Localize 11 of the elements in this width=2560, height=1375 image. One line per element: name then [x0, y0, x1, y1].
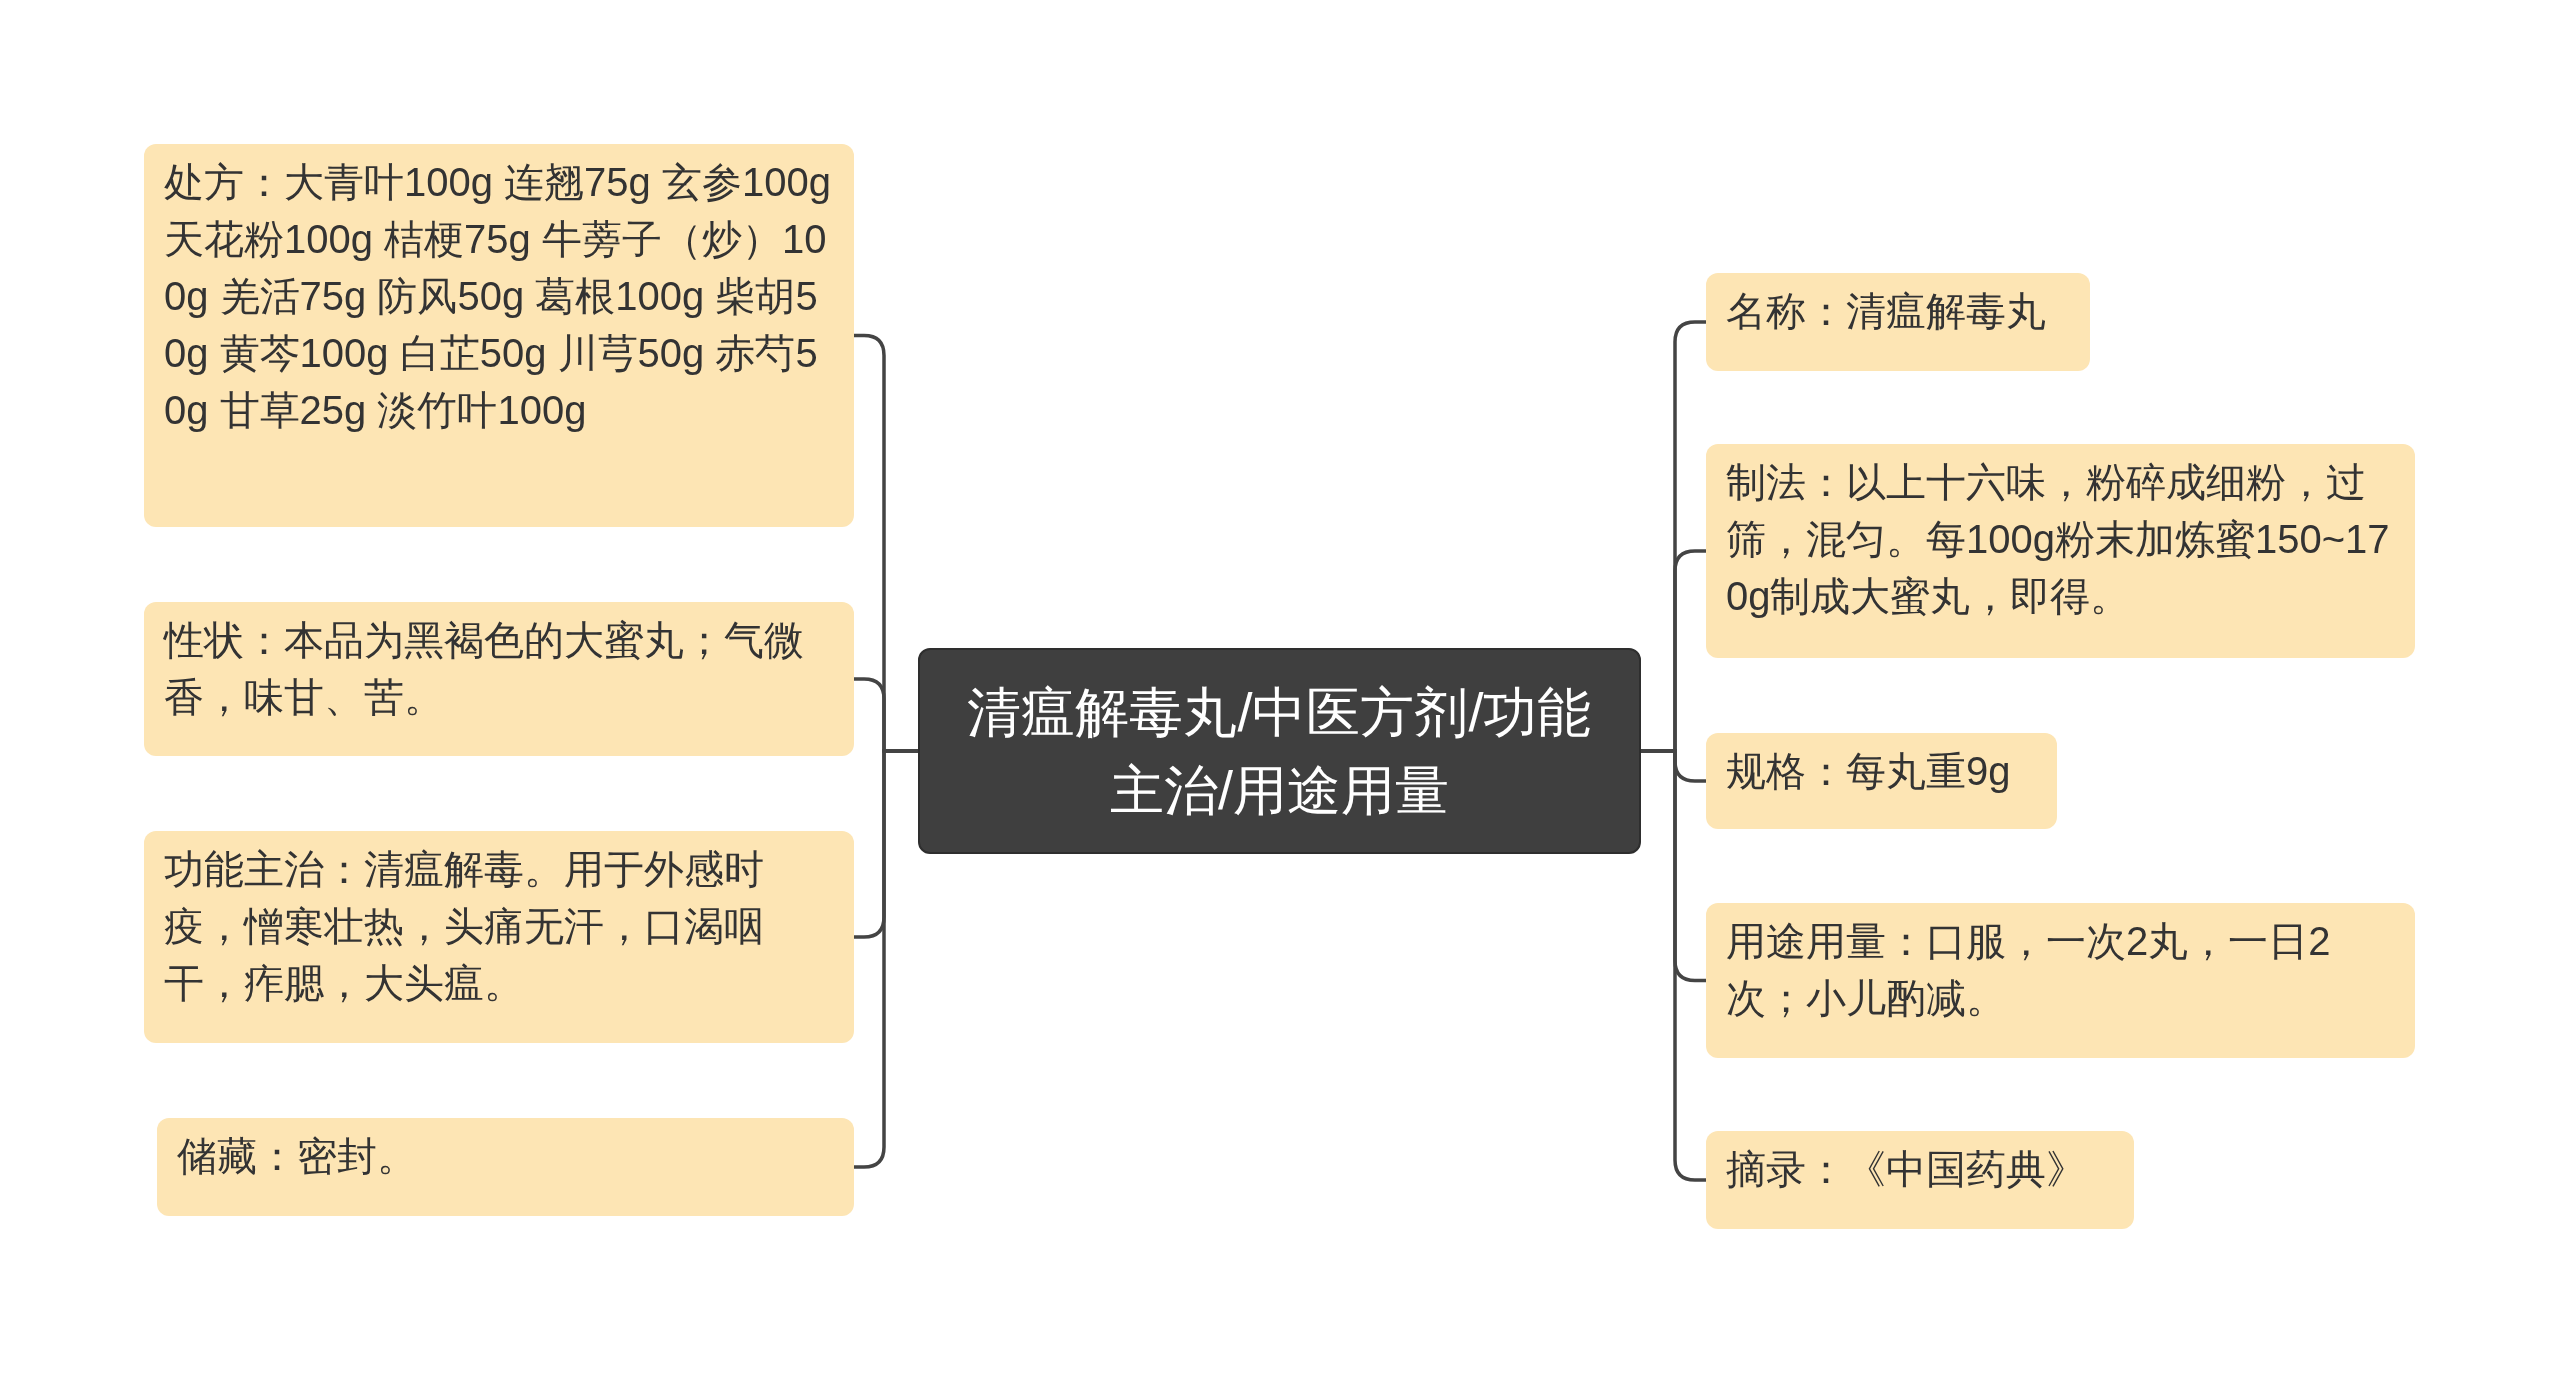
topic-box: 性状：本品为黑褐色的大蜜丸；气微香，味甘、苦。: [144, 602, 854, 756]
topic-box: 功能主治：清瘟解毒。用于外感时疫，憎寒壮热，头痛无汗，口渴咽干，痄腮，大头瘟。: [144, 831, 854, 1043]
topic-box: 制法：以上十六味，粉碎成细粉，过筛，混匀。每100g粉末加炼蜜150~170g制成大蜜丸，即得。: [1706, 444, 2415, 658]
topic-box: 处方：大青叶100g 连翘75g 玄参100g 天花粉100g 桔梗75g 牛蒡子（炒）100g 羌活75g 防风50g 葛根100g 柴胡50g 黄芩100g 白芷50g 川芎50g 赤芍50g 甘草25g 淡竹叶100g: [144, 144, 854, 527]
central-topic-box: 清瘟解毒丸/中医方剂/功能主治/用途用量: [918, 648, 1641, 854]
topic-box: 规格：每丸重9g: [1706, 733, 2057, 829]
connector-line: [854, 749, 918, 1169]
topic-box: 名称：清瘟解毒丸: [1706, 273, 2090, 371]
topic-box: 储藏：密封。: [157, 1118, 854, 1216]
topic-box: 用途用量：口服，一次2丸，一日2次；小儿酌减。: [1706, 903, 2415, 1058]
topic-box: 摘录：《中国药典》: [1706, 1131, 2134, 1229]
